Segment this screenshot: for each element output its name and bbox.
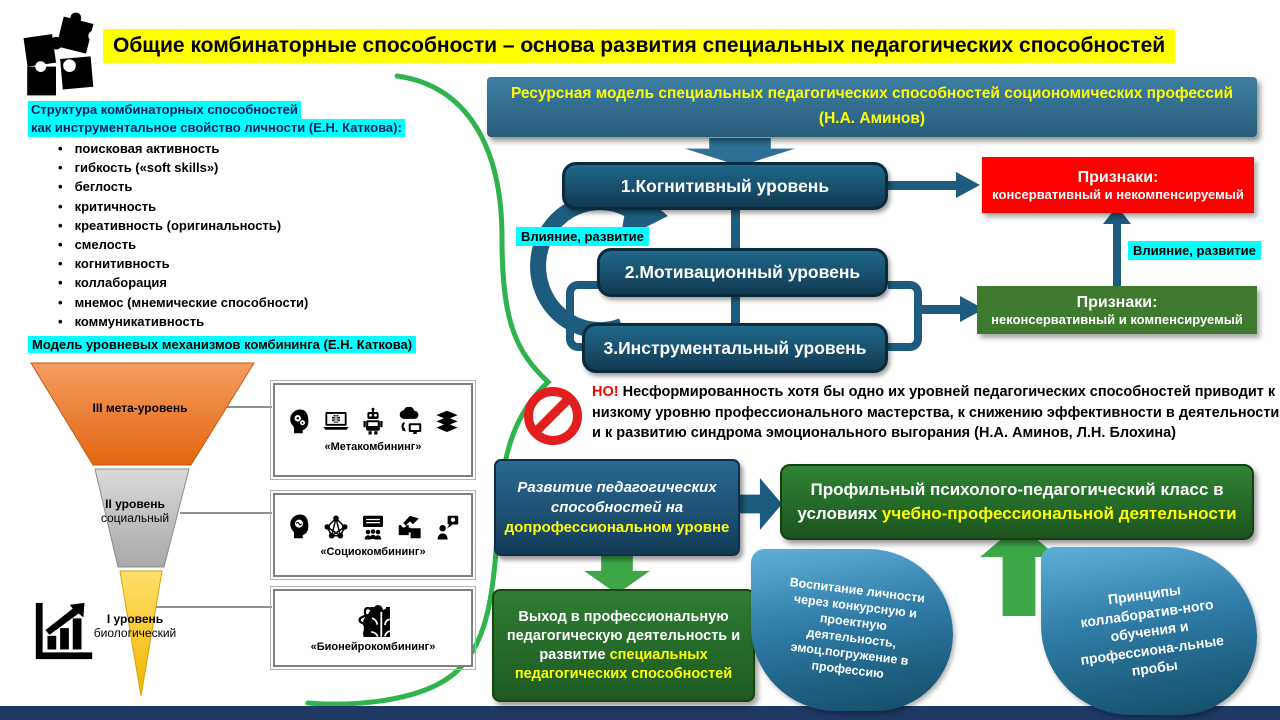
profile-class-text: Профильный психолого-педагогический клас… [797, 480, 1224, 523]
funnel-label-text: III мета-уровень [92, 401, 188, 415]
cognitive-level-box: 1.Когнитивный уровень [562, 162, 888, 210]
model-header: Модель уровневых механизмов комбининга (… [28, 336, 417, 353]
puzzle-pieces-icon [398, 515, 421, 539]
brain-icon [363, 609, 390, 637]
warning-body: Несформированность хотя бы одно их уровн… [592, 384, 1280, 441]
connector-line [180, 512, 272, 514]
structure-header-line2: как инструментальное свойство личности (… [28, 119, 405, 137]
cloud-computing-icon [399, 407, 422, 434]
funnel-label-text: II уровень [105, 497, 165, 511]
levels-funnel [30, 362, 255, 697]
down-arrow-green [584, 552, 650, 594]
signs-compensable-box: Признаки: неконсервативный и компенсируе… [977, 286, 1257, 334]
presentation-icon [363, 515, 383, 540]
right-arrow [736, 478, 782, 530]
connector-line [155, 606, 272, 608]
signs-title: Признаки: [1076, 293, 1158, 311]
laptop-globe-icon [323, 412, 349, 430]
bracket-right [888, 281, 922, 351]
connector-vertical [731, 295, 740, 325]
box-label: «Бионейрокомбининг» [310, 641, 436, 653]
head-brain-icon [290, 514, 309, 539]
puzzle-logo-icon [23, 12, 100, 96]
arrow-to-red-bar [888, 181, 958, 190]
warning-text: НО! Несформированность хотя бы одно их у… [592, 382, 1280, 444]
signs-title: Признаки: [1077, 168, 1159, 186]
person-idea-icon [437, 515, 459, 540]
list-item: мнемос (мнемические способности) [58, 293, 398, 312]
list-item: гибкость («soft skills») [58, 158, 398, 177]
list-item: когнитивность [58, 254, 398, 273]
connector-line [196, 406, 272, 408]
influence-label-left: Влияние, развитие [516, 227, 649, 246]
funnel-sublabel-text: биологический [93, 626, 177, 640]
box-label: «Метакомбининг» [324, 441, 422, 453]
arrow-to-red-head [956, 172, 980, 198]
motivational-level-box: 2.Мотивационный уровень [597, 248, 888, 297]
arrow-green-to-red-bar [1113, 222, 1121, 286]
metacombining-box: «Метакомбининг» [270, 380, 476, 480]
arrow-to-green-bar [920, 305, 962, 314]
profile-class-highlight: учебно-профессиональной деятельности [881, 504, 1237, 523]
exit-profession-box: Выход в профессиональную педагогическую … [492, 589, 755, 702]
list-item: коммуникативность [58, 312, 398, 331]
list-item: креативность (оригинальность) [58, 216, 398, 235]
robot-icon [363, 407, 383, 435]
sociocombining-box: «Социокомбининг» [270, 490, 476, 580]
icon-row [284, 512, 462, 542]
bioneurocombining-box: «Бионейрокомбининг» [270, 586, 476, 670]
people-network-icon [324, 515, 348, 539]
abilities-list: поисковая активность гибкость («soft ski… [58, 139, 398, 331]
exit-box-text: Выход в профессиональную педагогическую … [506, 608, 741, 663]
funnel-label-2: II уровень социальный [55, 497, 215, 525]
influence-label-right: Влияние, развитие [1128, 241, 1261, 260]
funnel-social-level [94, 468, 190, 568]
head-gears-icon [290, 409, 309, 434]
box-label: «Социокомбининг» [320, 546, 426, 558]
development-box: Развитие педагогических способностей на … [494, 459, 740, 556]
funnel-label-3: III мета-уровень [55, 401, 225, 415]
structure-header: Структура комбинаторных способностей как… [28, 101, 405, 137]
exit-box-highlight: специальных педагогических способностей [514, 646, 733, 682]
prohibition-icon [524, 387, 582, 445]
icon-row [284, 407, 462, 437]
resource-model-header: Ресурсная модель специальных педагогичес… [487, 77, 1257, 137]
bubble-text: Воспитание личности через конкурсную и п… [788, 575, 926, 682]
growth-chart-icon [35, 602, 93, 660]
funnel-label-text: I уровень [106, 612, 164, 626]
development-box-highlight: допрофессиональном уровне [504, 518, 730, 536]
bubble-text: Принципы коллаборатив-ного обучения и пр… [1078, 581, 1225, 679]
structure-header-line1: Структура комбинаторных способностей [28, 101, 301, 119]
signs-text: неконсервативный и компенсируемый [991, 311, 1243, 327]
connector-vertical [731, 210, 740, 250]
list-item: смелость [58, 235, 398, 254]
instrumental-level-box: 3.Инструментальный уровень [582, 323, 888, 373]
bubble-collaboration: Принципы коллаборатив-ного обучения и пр… [1041, 547, 1257, 715]
list-item: критичность [58, 197, 398, 216]
signs-text: консервативный и некомпенсируемый [992, 186, 1244, 202]
development-box-text: Развитие педагогических способностей на [517, 478, 717, 516]
funnel-label-1: I уровень биологический [55, 612, 215, 640]
footer-bar [0, 706, 1280, 720]
atom-icon [358, 605, 390, 637]
signs-conservative-box: Признаки: консервативный и некомпенсируе… [982, 157, 1254, 213]
list-item: коллаборация [58, 273, 398, 292]
page-title: Общие комбинаторные способности – основа… [103, 29, 1176, 63]
books-icon [436, 410, 458, 432]
funnel-sublabel-text: социальный [100, 511, 170, 525]
list-item: поисковая активность [58, 139, 398, 158]
funnel-meta-level [30, 362, 255, 466]
bubble-upbringing: Воспитание личности через конкурсную и п… [751, 549, 953, 711]
profile-class-box: Профильный психолого-педагогический клас… [780, 464, 1254, 540]
funnel-biological-level [119, 570, 163, 697]
icon-row [356, 603, 390, 637]
warning-prefix: НО! [592, 384, 619, 400]
list-item: беглость [58, 177, 398, 196]
